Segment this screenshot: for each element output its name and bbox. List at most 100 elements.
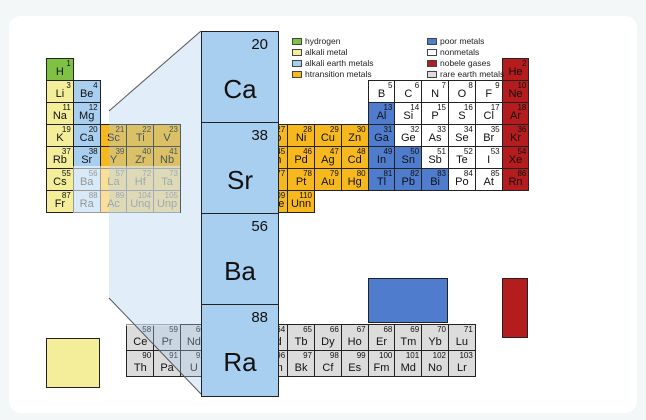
- legend-item-transition: htransition metals: [292, 69, 372, 79]
- element-symbol: Ho: [347, 336, 362, 348]
- element-symbol: Xe: [508, 154, 523, 166]
- atomic-number: 55: [61, 169, 71, 178]
- atomic-number: 98: [329, 351, 339, 360]
- zoom-element-symbol: Sr: [227, 164, 253, 195]
- element-symbol: H: [55, 66, 64, 78]
- element-symbol: I: [487, 154, 491, 166]
- element-symbol: As: [428, 132, 442, 144]
- element-symbol: Ce: [133, 336, 148, 348]
- legend-item-alkali: alkali metal: [292, 47, 348, 57]
- atomic-number: 48: [356, 147, 366, 156]
- atomic-number: 52: [463, 147, 473, 156]
- element-symbol: C: [404, 88, 413, 100]
- atomic-number: 45: [276, 147, 286, 156]
- fade-overlay: [72, 166, 180, 326]
- atomic-number: 70: [437, 325, 446, 334]
- element-symbol: Pa: [160, 362, 174, 374]
- element-symbol: Mg: [79, 110, 95, 122]
- element-symbol: P: [431, 110, 439, 122]
- atomic-number: 59: [169, 325, 178, 334]
- zoom-element-symbol: Ra: [223, 346, 257, 377]
- element-symbol: Al: [376, 110, 387, 122]
- atomic-number: 13: [383, 103, 393, 112]
- element-symbol: Sb: [428, 154, 442, 166]
- element-symbol: S: [458, 110, 466, 122]
- element-symbol: Fm: [373, 362, 390, 374]
- atomic-number: 85: [490, 169, 500, 178]
- element-symbol: Ag: [321, 154, 335, 166]
- atomic-number: 38: [88, 147, 98, 156]
- legend-label: alkali metal: [305, 47, 348, 57]
- zoom-atomic-number: 88: [251, 309, 268, 326]
- atomic-number: 23: [169, 125, 178, 134]
- atomic-number: 66: [329, 325, 339, 334]
- element-symbol: Se: [455, 132, 469, 144]
- atomic-number: 5: [387, 81, 393, 90]
- element-symbol: Cs: [53, 176, 67, 188]
- atomic-number: 27: [276, 125, 286, 134]
- element-symbol: B: [377, 88, 386, 100]
- atomic-number: 110: [299, 191, 312, 200]
- element-symbol: Bi: [430, 176, 440, 188]
- atomic-number: 47: [329, 147, 339, 156]
- element-symbol: Cf: [322, 362, 334, 374]
- element-symbol: Pt: [295, 176, 307, 188]
- atomic-number: 102: [432, 351, 446, 360]
- element-symbol: Zn: [348, 132, 362, 144]
- element-symbol: Kr: [509, 132, 521, 144]
- atomic-number: 91: [169, 351, 178, 360]
- element-symbol: Th: [133, 362, 147, 374]
- element-symbol: Unn: [290, 198, 312, 210]
- element-symbol: Rn: [508, 176, 523, 188]
- element-symbol: Fr: [54, 198, 66, 210]
- element-symbol: Tb: [294, 336, 308, 348]
- element-symbol: Nb: [160, 154, 175, 166]
- legend-item-nonmetal: nonmetals: [427, 47, 479, 57]
- legend-item-alkaline: alkali earth metals: [292, 58, 374, 68]
- element-symbol: Sn: [401, 154, 416, 166]
- atomic-number: 9: [495, 81, 500, 90]
- legend-item-hydrogen: hydrogen: [292, 36, 340, 46]
- element-symbol: N: [431, 88, 440, 100]
- element-symbol: Hg: [347, 176, 362, 188]
- atomic-number: 99: [356, 351, 366, 360]
- element-symbol: Au: [321, 176, 335, 188]
- legend-label: alkali earth metals: [305, 58, 374, 68]
- legend-swatch: [427, 37, 437, 45]
- legend-label: htransition metals: [305, 69, 372, 79]
- atomic-number: 11: [62, 103, 71, 112]
- element-symbol: Pd: [294, 154, 308, 166]
- zoom-atomic-number: 38: [251, 127, 268, 144]
- element-symbol: No: [428, 362, 443, 374]
- atomic-number: 33: [437, 125, 446, 134]
- atomic-number: 3: [66, 81, 71, 90]
